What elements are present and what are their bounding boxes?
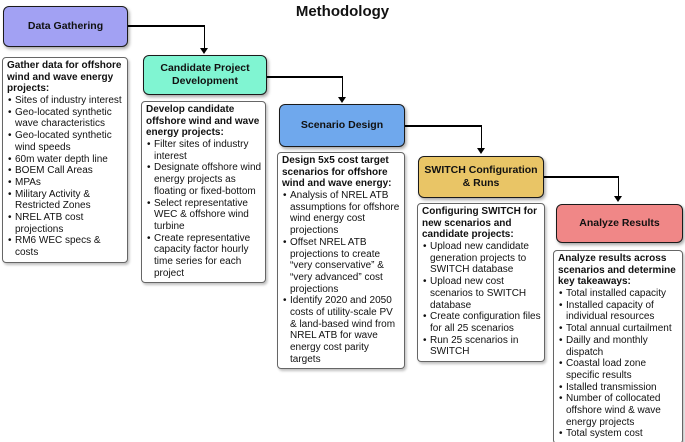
- bullet-item: Sites of industry interest: [7, 95, 124, 107]
- bullet-item: Geo-located synthetic wave characteristi…: [7, 107, 124, 130]
- arrow-2-vertical-line: [341, 76, 343, 98]
- detail-heading: Configuring SWITCH for new scenarios and…: [422, 206, 537, 241]
- bullet-list: Analysis of NREL ATB assumptions for off…: [282, 190, 401, 365]
- bullet-list: Total installed capacityInstalled capaci…: [558, 288, 679, 440]
- bullet-list: Upload new candidate generation projects…: [422, 241, 541, 358]
- stage-label: SWITCH Configuration & Runs: [424, 163, 538, 189]
- bullet-item: BOEM Call Areas: [7, 165, 124, 177]
- arrow-3-arrowhead-icon: [477, 148, 485, 154]
- stage-label: Candidate Project Development: [160, 61, 250, 87]
- bullet-list: Filter sites of industry interestDesigna…: [146, 139, 262, 279]
- arrow-2-arrowhead-icon: [338, 97, 346, 103]
- detail-heading: Gather data for offshore wind and wave e…: [7, 60, 122, 95]
- detail-box-analyze-results: Analyze results across scenarios and det…: [553, 250, 683, 442]
- detail-box-candidate-project-development: Develop candidate offshore wind and wave…: [141, 101, 266, 284]
- detail-heading: Design 5x5 cost target scenarios for off…: [282, 155, 392, 190]
- bullet-item: Run 25 scenarios in SWITCH: [422, 335, 541, 358]
- bullet-item: Create representative capacity factor ho…: [146, 233, 262, 280]
- bullet-item: Designate offshore wind energy projects …: [146, 162, 262, 197]
- bullet-item: Installed capacity of individual resourc…: [558, 300, 679, 323]
- bullet-item: Identify 2020 and 2050 costs of utility-…: [282, 295, 401, 365]
- stage-box-analyze-results: Analyze Results: [556, 204, 683, 243]
- bullet-item: Filter sites of industry interest: [146, 139, 262, 162]
- detail-heading: Develop candidate offshore wind and wave…: [146, 104, 260, 139]
- stage-box-data-gathering: Data Gathering: [3, 6, 128, 47]
- bullet-item: Istalled transmission: [558, 382, 679, 394]
- stage-label: Data Gathering: [27, 19, 104, 32]
- arrow-1-vertical-line: [203, 25, 205, 49]
- arrow-4-horizontal-line: [544, 176, 619, 178]
- bullet-item: Upload new candidate generation projects…: [422, 241, 541, 276]
- stage-label: Scenario Design: [300, 118, 384, 131]
- bullet-item: 60m water depth line: [7, 154, 124, 166]
- bullet-item: RM6 WEC specs & costs: [7, 235, 124, 258]
- arrow-1-arrowhead-icon: [200, 48, 208, 54]
- stage-box-scenario-design: Scenario Design: [279, 104, 405, 147]
- bullet-item: Total system cost: [558, 428, 679, 440]
- detail-heading: Analyze results across scenarios and det…: [558, 253, 676, 288]
- bullet-item: Analysis of NREL ATB assumptions for off…: [282, 190, 401, 237]
- arrow-2-horizontal-line: [267, 76, 343, 78]
- bullet-item: Total annual curtailment: [558, 323, 679, 335]
- detail-box-data-gathering: Gather data for offshore wind and wave e…: [2, 57, 128, 263]
- detail-box-switch-configuration-runs: Configuring SWITCH for new scenarios and…: [417, 203, 545, 362]
- arrow-3-horizontal-line: [405, 125, 482, 127]
- bullet-item: Dailly and monthly dispatch: [558, 335, 679, 358]
- bullet-item: Coastal load zone specific results: [558, 358, 679, 381]
- bullet-item: Upload new cost scenarios to SWITCH data…: [422, 276, 541, 311]
- detail-box-scenario-design: Design 5x5 cost target scenarios for off…: [277, 152, 405, 370]
- bullet-item: Geo-located synthetic wind speeds: [7, 130, 124, 153]
- arrow-3-vertical-line: [480, 125, 482, 149]
- stage-box-switch-configuration-runs: SWITCH Configuration & Runs: [418, 156, 544, 198]
- page-title: Methodology: [295, 3, 390, 20]
- arrow-1-horizontal-line: [128, 25, 205, 27]
- bullet-item: Select representative WEC & offshore win…: [146, 198, 262, 233]
- bullet-item: Create configuration files for all 25 sc…: [422, 311, 541, 334]
- bullet-item: MPAs: [7, 177, 124, 189]
- stage-box-candidate-project-development: Candidate Project Development: [143, 55, 267, 95]
- stage-label: Analyze Results: [579, 216, 660, 229]
- bullet-item: Number of collocated offshore wind & wav…: [558, 393, 679, 428]
- bullet-list: Sites of industry interestGeo-located sy…: [7, 95, 124, 259]
- bullet-item: NREL ATB cost projections: [7, 212, 124, 235]
- arrow-4-vertical-line: [617, 176, 619, 197]
- bullet-item: Total installed capacity: [558, 288, 679, 300]
- arrow-4-arrowhead-icon: [614, 196, 622, 202]
- bullet-item: Offset NREL ATB projections to create “v…: [282, 237, 401, 295]
- bullet-item: Military Activity & Restricted Zones: [7, 189, 124, 212]
